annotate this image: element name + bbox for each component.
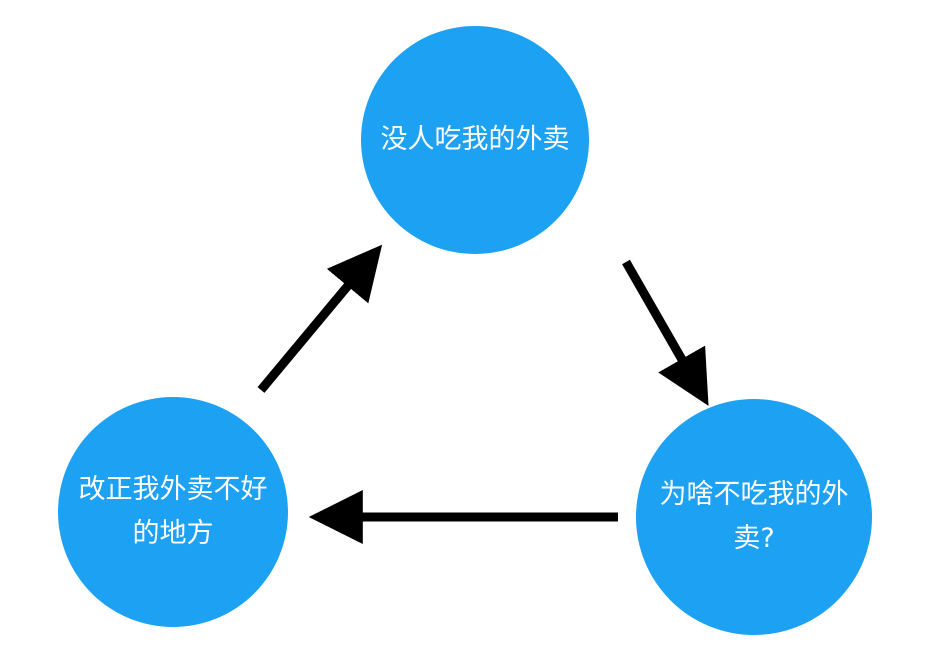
arrow-left-to-top bbox=[257, 244, 383, 393]
node-why-not-eat-label: 为啥不吃我的外卖? bbox=[659, 479, 849, 554]
node-why-not-eat: 为啥不吃我的外卖? bbox=[636, 399, 872, 635]
node-no-one-eats: 没人吃我的外卖 bbox=[361, 26, 589, 254]
node-no-one-eats-label: 没人吃我的外卖 bbox=[380, 124, 570, 155]
node-fix-problems-label: 改正我外卖不好的地方 bbox=[78, 474, 268, 549]
arrow-top-to-right bbox=[622, 259, 709, 406]
node-fix-problems: 改正我外卖不好的地方 bbox=[58, 397, 288, 627]
